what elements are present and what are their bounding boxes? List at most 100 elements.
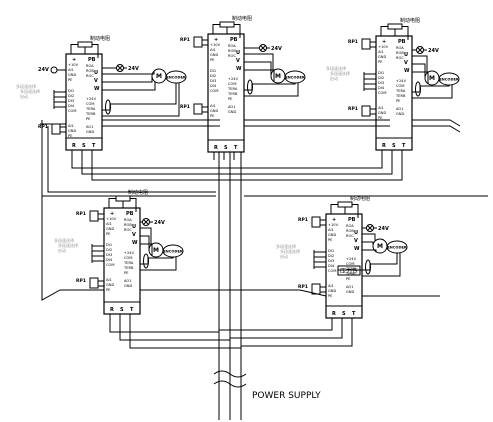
wire bbox=[140, 257, 174, 265]
wire bbox=[108, 198, 116, 208]
terminal-u: U bbox=[236, 50, 240, 56]
terminal-left: GND bbox=[328, 233, 336, 237]
terminal-rob: ROB bbox=[228, 49, 236, 53]
motor-label: M bbox=[153, 247, 159, 254]
terminal-right: COM bbox=[86, 102, 94, 106]
terminal-right: TERB bbox=[227, 92, 238, 96]
gray-label: 多段速选择 bbox=[280, 248, 300, 254]
motor-label: M bbox=[156, 73, 162, 80]
comm-line bbox=[47, 126, 216, 193]
terminal-rob: ROB bbox=[124, 223, 132, 227]
terminal-r: R bbox=[72, 143, 76, 149]
terminal-roa: ROA bbox=[396, 46, 404, 50]
terminal-right: +24V bbox=[228, 77, 239, 81]
terminal-left: PE bbox=[378, 116, 383, 120]
digital-supply-label: 24V bbox=[38, 67, 49, 73]
motor-label: M bbox=[429, 75, 435, 82]
terminal-right: GND bbox=[124, 284, 132, 288]
terminal-left: PE bbox=[328, 294, 333, 298]
terminal-t: T bbox=[234, 145, 238, 151]
terminal-left: DI1 bbox=[328, 249, 334, 253]
comm-line bbox=[41, 196, 104, 301]
brake-resistor bbox=[219, 21, 235, 28]
gray-label: 多段速选择 bbox=[276, 243, 296, 249]
terminal-left: DI2 bbox=[328, 254, 334, 258]
gray-label: 启动 bbox=[20, 93, 28, 99]
terminal-t: T bbox=[402, 143, 406, 149]
terminal-left: DI4 bbox=[106, 258, 113, 262]
encoder-label: ENCODER bbox=[285, 76, 305, 80]
feed-line bbox=[230, 150, 393, 175]
terminal-left: COM bbox=[68, 109, 76, 113]
terminal-right: TERB bbox=[85, 112, 96, 116]
terminal-right: PE bbox=[346, 277, 351, 281]
terminal-left: DI2 bbox=[68, 94, 74, 98]
terminal-left: DI2 bbox=[378, 76, 384, 80]
feed-line bbox=[219, 318, 333, 331]
feed-line bbox=[230, 318, 343, 339]
terminal-s: S bbox=[342, 311, 346, 317]
terminal-r: R bbox=[382, 143, 386, 149]
terminal-right: AO1 bbox=[396, 107, 404, 111]
terminal-left: GND bbox=[68, 129, 76, 133]
break-mark bbox=[213, 370, 247, 378]
terminal-left: DI4 bbox=[328, 264, 335, 268]
terminal-w: W bbox=[354, 246, 360, 252]
terminal-left: COM bbox=[210, 89, 218, 93]
wire bbox=[412, 85, 453, 99]
terminal-w: W bbox=[236, 66, 242, 72]
terminal-right: PE bbox=[228, 97, 233, 101]
terminal-r: R bbox=[110, 307, 114, 313]
brake-resistor-label: 制动电阻 bbox=[400, 17, 420, 24]
comm-line bbox=[412, 125, 461, 133]
terminal-pb: PB bbox=[398, 39, 406, 45]
feed-line bbox=[71, 150, 219, 169]
wire bbox=[402, 26, 409, 40]
terminal-right: GND bbox=[86, 130, 94, 134]
wire bbox=[102, 71, 155, 75]
feed-line bbox=[219, 150, 383, 169]
terminal-left: +10V bbox=[328, 223, 339, 227]
supply-node bbox=[50, 66, 58, 74]
terminal-rob: ROB bbox=[396, 51, 404, 55]
terminal-left: PE bbox=[106, 232, 111, 236]
terminal-left: GND bbox=[378, 111, 386, 115]
terminal-left: AI1 bbox=[328, 228, 334, 232]
potentiometer-label: RP1 bbox=[348, 106, 358, 112]
terminal-left: DI3 bbox=[106, 253, 112, 257]
terminal-left: DI3 bbox=[328, 259, 334, 263]
encoder-label: ENCODER bbox=[166, 76, 186, 80]
shield-twist bbox=[365, 259, 371, 275]
feed-line bbox=[109, 314, 219, 333]
terminal-left: AI1 bbox=[378, 106, 384, 110]
terminal-left: DI1 bbox=[210, 69, 216, 73]
terminal-right: AO1 bbox=[124, 279, 132, 283]
potentiometer-label: RP1 bbox=[298, 284, 308, 290]
brake-resistor bbox=[115, 195, 131, 202]
terminal-roa: ROA bbox=[86, 64, 94, 68]
terminal-roa: ROA bbox=[124, 218, 132, 222]
wire bbox=[140, 243, 153, 256]
terminal-left: GND bbox=[328, 289, 336, 293]
pressure-sensor-label: 压力传 bbox=[340, 267, 358, 275]
terminal-left: DI3 bbox=[210, 79, 216, 83]
terminal-right: GND bbox=[346, 290, 354, 294]
wire bbox=[212, 24, 220, 34]
comm-line bbox=[299, 289, 327, 297]
wire bbox=[70, 44, 78, 54]
terminal-pb: PB bbox=[88, 57, 96, 63]
wire bbox=[244, 69, 275, 82]
wire bbox=[102, 83, 177, 111]
terminal-s: S bbox=[82, 143, 86, 149]
terminal-right: PE bbox=[124, 271, 129, 275]
terminal-roc: ROC bbox=[396, 56, 404, 60]
potentiometer bbox=[361, 105, 371, 117]
potentiometer-label: RP1 bbox=[180, 104, 190, 110]
terminal-left: PE bbox=[68, 78, 73, 82]
terminal-r: R bbox=[332, 311, 336, 317]
terminal-left: +10V bbox=[210, 43, 221, 47]
wire bbox=[412, 55, 428, 73]
wire bbox=[140, 227, 152, 245]
gray-label: 启动 bbox=[280, 253, 288, 259]
